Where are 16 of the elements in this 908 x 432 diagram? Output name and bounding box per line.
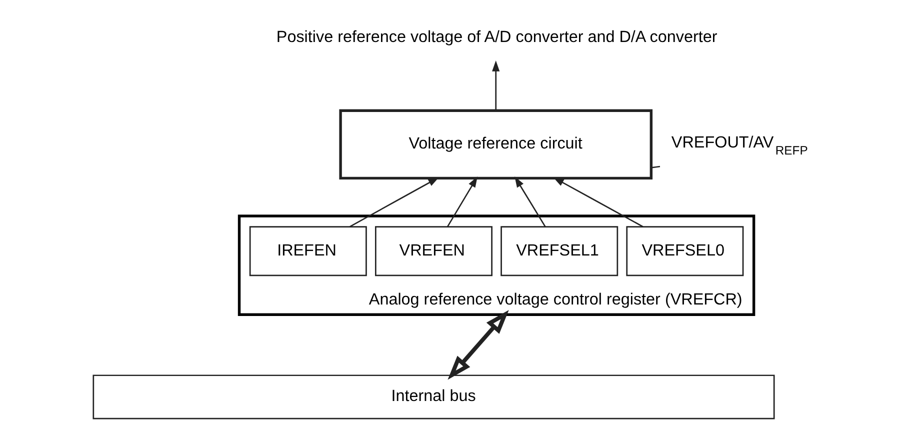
connector (651, 166, 660, 168)
node-label: Analog reference voltage control register (VREFCR) (368, 290, 742, 309)
node-box: IREFEN (249, 226, 367, 276)
arrow (492, 60, 500, 110)
node-text: Positive reference voltage of A/D converter and D/A converter (276, 28, 718, 46)
node-box: VREFEN (375, 226, 492, 276)
node-box: VREFSEL1 (500, 226, 618, 276)
arrow (514, 176, 546, 228)
arrow (448, 310, 509, 380)
cluster (238, 214, 756, 316)
node-box: Voltage reference circuit (339, 109, 653, 180)
node-text: VREFOUT/AV$_{REFP}$ (671, 133, 808, 158)
arrow (553, 177, 644, 228)
node-box: Internal bus (92, 374, 775, 420)
node-box: VREFSEL0 (626, 226, 744, 276)
arrow (349, 177, 440, 228)
